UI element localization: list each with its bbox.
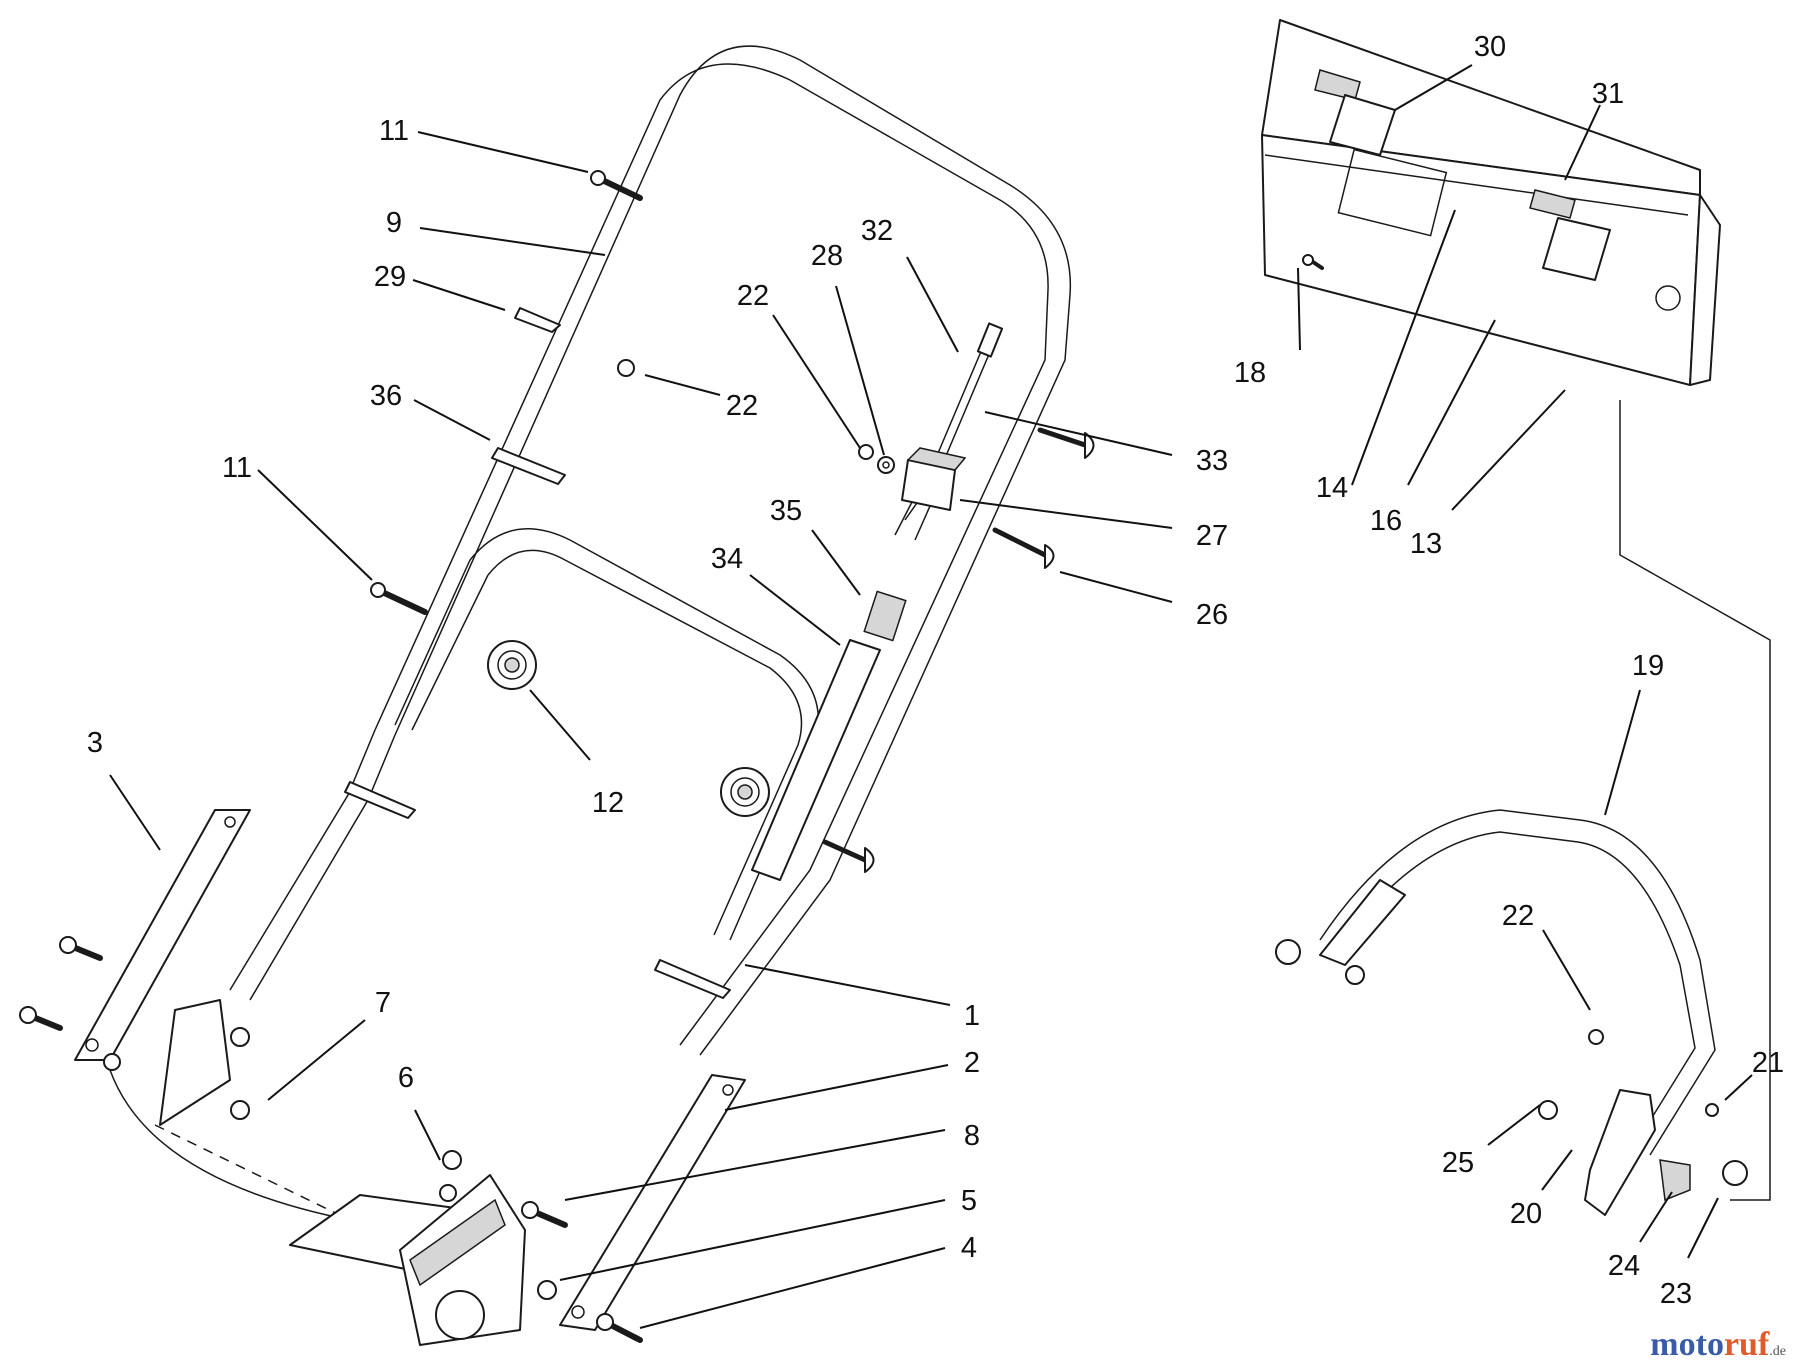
callout-28: 28 [811, 240, 843, 272]
callout-35: 35 [770, 495, 802, 527]
bolt-11-top [590, 170, 643, 201]
knob-12-left [487, 640, 537, 690]
callout-34: 34 [711, 543, 743, 575]
switch-block-27 [894, 447, 967, 541]
callout-8: 8 [964, 1120, 980, 1152]
watermark-logo: motoruf.de [1650, 1326, 1786, 1364]
leader-lines [109, 64, 1753, 1329]
tube-34 [751, 639, 881, 881]
callout-19: 19 [1632, 650, 1664, 682]
callout-11: 11 [222, 452, 252, 484]
clip-29 [514, 307, 561, 333]
callout-11: 11 [379, 115, 409, 147]
bolt-8 [521, 1201, 568, 1228]
callout-18: 18 [1234, 357, 1266, 389]
callout-30: 30 [1474, 31, 1506, 63]
callout-12: 12 [592, 787, 624, 819]
callout-16: 16 [1370, 505, 1402, 537]
bolts-left [19, 936, 103, 1031]
control-panel-13 [1261, 19, 1721, 386]
callout-36: 36 [370, 380, 402, 412]
callout-31: 31 [1592, 78, 1624, 110]
callout-33: 33 [1196, 445, 1228, 477]
watermark-brand-a: moto [1650, 1326, 1724, 1363]
callout-2: 2 [964, 1047, 980, 1079]
part-23 [1722, 1160, 1748, 1186]
callout-24: 24 [1608, 1250, 1640, 1282]
callout-9: 9 [386, 207, 402, 239]
callout-25: 25 [1442, 1147, 1474, 1179]
cap-35 [863, 590, 907, 642]
bolt-11-mid [370, 582, 428, 615]
callout-7: 7 [375, 987, 391, 1019]
callout-22: 22 [726, 390, 758, 422]
washer-5 [537, 1280, 557, 1300]
callout-26: 26 [1196, 599, 1228, 631]
nuts-deck [103, 1027, 462, 1202]
washer-28 [877, 456, 895, 474]
plate-20 [1584, 1089, 1656, 1216]
callout-27: 27 [1196, 520, 1228, 552]
callout-6: 6 [398, 1062, 414, 1094]
callout-22: 22 [737, 280, 769, 312]
callout-32: 32 [861, 215, 893, 247]
callout-23: 23 [1660, 1278, 1692, 1310]
bail-fasteners [1275, 939, 1719, 1120]
callout-4: 4 [961, 1232, 977, 1264]
callout-5: 5 [961, 1185, 977, 1217]
connector-line [1619, 400, 1771, 1201]
lower-handle-loop [394, 528, 820, 941]
watermark-brand-b: ruf [1723, 1326, 1770, 1363]
callout-20: 20 [1510, 1198, 1542, 1230]
callout-1: 1 [964, 1000, 980, 1032]
bolt-4 [596, 1313, 643, 1343]
part-24 [1659, 1159, 1691, 1202]
clip-handle-lower [344, 781, 731, 999]
screw-18 [1302, 254, 1324, 270]
callout-22: 22 [1502, 900, 1534, 932]
callout-21: 21 [1752, 1047, 1784, 1079]
knob-12-right [720, 767, 770, 817]
upper-handle [229, 45, 1072, 1056]
callout-labels: 30 31 11 9 32 28 22 29 18 22 36 33 14 16… [87, 31, 1784, 1310]
watermark-suffix: .de [1769, 1344, 1786, 1359]
deck-base [109, 999, 526, 1346]
bail-19 [1319, 809, 1716, 1156]
clip-36 [491, 447, 566, 485]
nut-22-handle [617, 359, 635, 377]
callout-3: 3 [87, 727, 103, 759]
bracket-2 [559, 1074, 746, 1331]
carriage-bolt-26 [992, 527, 1055, 569]
carriage-bolt-mid [822, 839, 875, 873]
callout-14: 14 [1316, 472, 1348, 504]
nut-22-switch [858, 444, 874, 460]
callout-13: 13 [1410, 528, 1442, 560]
callout-29: 29 [374, 261, 406, 293]
